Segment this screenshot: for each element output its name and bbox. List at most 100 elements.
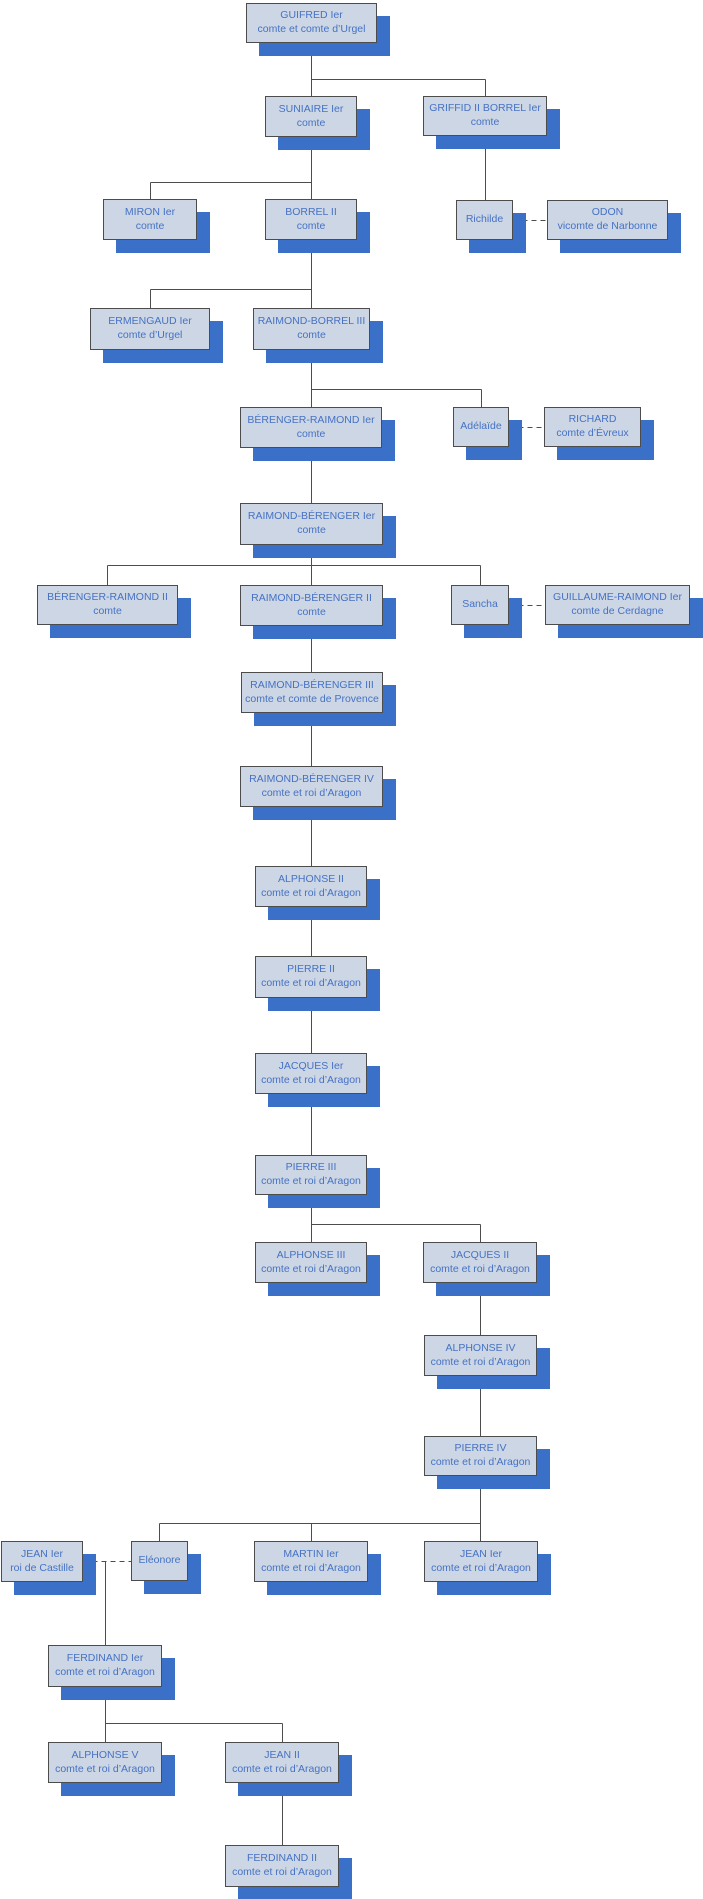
person-name: JACQUES Ier bbox=[278, 1059, 344, 1072]
person-name: PIERRE IV bbox=[454, 1442, 507, 1455]
person-name: GUILLAUME-RAIMOND Ier bbox=[553, 591, 682, 604]
person-title: comte bbox=[297, 329, 326, 341]
person-name: FERDINAND II bbox=[246, 1852, 317, 1865]
person-title: vicomte de Narbonne bbox=[557, 220, 658, 232]
person-name: GUIFRED Ier bbox=[280, 9, 343, 22]
person-title: comte d’Urgel bbox=[117, 329, 183, 341]
person-name: Richilde bbox=[465, 213, 504, 226]
person-title: comte bbox=[296, 219, 326, 232]
person-node-eleonore: Eléonore bbox=[131, 1541, 188, 1581]
person-title: comte et roi d’Aragon bbox=[261, 886, 361, 899]
person-name: ALPHONSE III bbox=[276, 1248, 346, 1261]
person-title: comte et roi d’Aragon bbox=[430, 1355, 531, 1368]
person-name: ALPHONSE II bbox=[278, 872, 344, 885]
person-node-adelaide: Adélaïde bbox=[453, 407, 509, 447]
person-name: RICHARD bbox=[568, 413, 617, 426]
person-title: comte bbox=[297, 605, 326, 618]
person-title: comte bbox=[93, 605, 122, 617]
person-title: comte de Cerdagne bbox=[571, 605, 664, 617]
person-name: PIERRE II bbox=[287, 963, 335, 976]
person-name: ALPHONSE V bbox=[71, 1748, 139, 1761]
person-title: comte et roi d’Aragon bbox=[232, 1866, 332, 1878]
person-title: comte et roi d’Aragon bbox=[261, 1073, 361, 1086]
person-title: comte d’Évreux bbox=[556, 427, 629, 439]
person-name: BÉRENGER-RAIMOND II bbox=[47, 591, 168, 604]
person-title: comte et roi d’Aragon bbox=[55, 1762, 155, 1775]
person-title: comte et roi d’Aragon bbox=[261, 1175, 361, 1187]
person-title: comte et roi d’Aragon bbox=[261, 1561, 361, 1574]
person-title: comte et roi d’Aragon bbox=[261, 786, 362, 799]
person-name: ERMENGAUD Ier bbox=[108, 315, 192, 328]
person-name: RAIMOND-BORREL III bbox=[257, 315, 366, 328]
person-title: comte et comte d’Urgel bbox=[257, 23, 366, 35]
person-name: JEAN II bbox=[264, 1748, 300, 1761]
person-title: comte et roi d’Aragon bbox=[55, 1666, 155, 1678]
person-title: comte et roi d’Aragon bbox=[430, 1456, 531, 1468]
person-node-sancha: Sancha bbox=[451, 585, 509, 625]
person-name: ODON bbox=[591, 206, 624, 219]
person-name: BÉRENGER-RAIMOND Ier bbox=[247, 413, 375, 426]
person-name: JACQUES II bbox=[450, 1248, 510, 1261]
person-name: FERDINAND Ier bbox=[66, 1652, 144, 1665]
person-title: comte et roi d’Aragon bbox=[261, 977, 361, 989]
person-title: comte et roi d’Aragon bbox=[261, 1262, 361, 1275]
person-name: Adélaïde bbox=[460, 420, 502, 433]
person-name: Sancha bbox=[462, 598, 498, 611]
person-name: JEAN Ier bbox=[20, 1547, 63, 1560]
person-title: comte et roi d’Aragon bbox=[232, 1762, 332, 1775]
person-name: Eléonore bbox=[138, 1554, 181, 1567]
person-name: BORREL II bbox=[285, 205, 337, 218]
person-title: comte bbox=[297, 524, 326, 536]
person-name: MARTIN Ier bbox=[283, 1547, 339, 1560]
person-title: comte bbox=[135, 219, 165, 232]
person-title: comte et comte de Provence bbox=[245, 692, 379, 705]
person-name: PIERRE III bbox=[285, 1161, 337, 1174]
person-name: RAIMOND-BÉRENGER IV bbox=[249, 772, 374, 785]
person-name: RAIMOND-BÉRENGER Ier bbox=[247, 510, 376, 523]
person-name: GRIFFID II BORREL Ier bbox=[429, 102, 541, 115]
person-name: ALPHONSE IV bbox=[445, 1341, 516, 1354]
person-title: roi de Castille bbox=[10, 1561, 74, 1574]
person-title: comte bbox=[296, 427, 326, 440]
person-title: comte bbox=[296, 116, 326, 129]
person-name: RAIMOND-BÉRENGER II bbox=[251, 591, 372, 604]
person-title: comte et roi d’Aragon bbox=[431, 1561, 531, 1574]
person-name: SUNIAIRE Ier bbox=[278, 102, 344, 115]
person-node-richilde: Richilde bbox=[456, 200, 513, 240]
person-name: MIRON Ier bbox=[124, 205, 176, 218]
